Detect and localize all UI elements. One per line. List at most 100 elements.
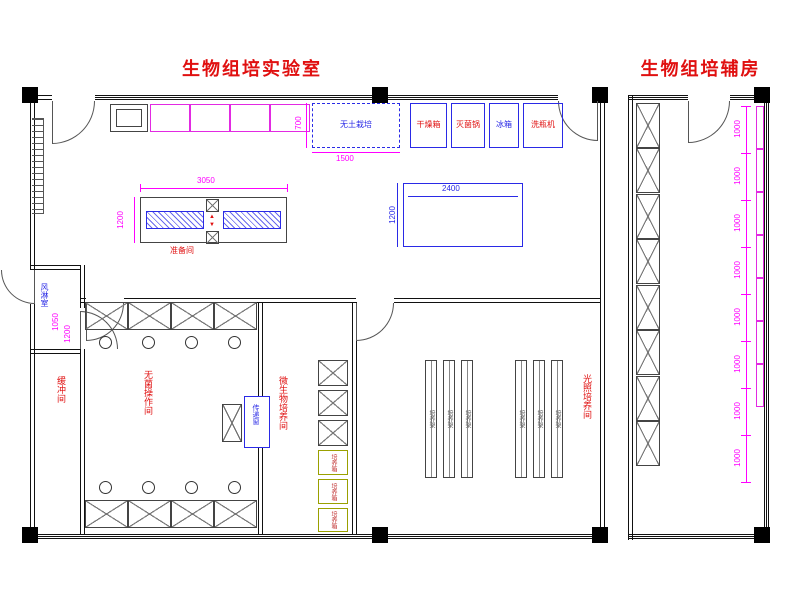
dimension-tick [741, 200, 751, 201]
dimension-tick [741, 435, 751, 436]
shelf-unit [636, 285, 660, 330]
wall-segment [628, 95, 633, 540]
stool [185, 336, 198, 349]
stool [99, 481, 112, 494]
dimension-label: 1200 [63, 325, 72, 343]
soilless-culture-area: 无土栽培 [312, 103, 400, 148]
dimension-line [397, 183, 398, 247]
culture-rack-label: 培养架 [554, 410, 560, 428]
shelf-unit [636, 148, 660, 193]
dimension-line [312, 152, 400, 153]
cabinet [150, 104, 190, 132]
wall-segment [80, 349, 85, 534]
culture-rack: 培养架 [533, 360, 545, 478]
workbench-cell [171, 302, 214, 330]
column [22, 87, 38, 103]
air-shower-wall [30, 349, 80, 354]
shelf-unit [636, 421, 660, 466]
dimension-tick [741, 106, 751, 107]
dimension-tick [741, 341, 751, 342]
wall-segment [80, 298, 86, 303]
equipment-box [318, 420, 348, 446]
column [22, 527, 38, 543]
culture-rack-label: 培养架 [446, 410, 452, 428]
buffer-room-label: 缓冲间 [56, 376, 66, 403]
workbench-cell [171, 500, 214, 528]
culture-rack: 培养架 [461, 360, 473, 478]
wall-segment-window [628, 95, 688, 100]
culture-rack: 培养架 [515, 360, 527, 478]
stool [142, 481, 155, 494]
shelf-unit [636, 194, 660, 239]
shelf-unit [636, 376, 660, 421]
wall-cabinet [756, 364, 764, 407]
column [372, 527, 388, 543]
shelf-unit [636, 239, 660, 284]
incubator-label: 培养箱 [330, 482, 336, 501]
dimension-label: 1000 [733, 402, 742, 420]
dimension-tick [140, 184, 141, 192]
stool [142, 336, 155, 349]
wall-segment [258, 448, 263, 534]
prep-room-label: 准备间 [170, 246, 194, 255]
dimension-line [134, 197, 135, 243]
wall-segment [80, 265, 85, 308]
dimension-label: 1050 [51, 313, 60, 331]
dimension-tick [741, 294, 751, 295]
sterile-op-room-label: 无菌操作间 [143, 370, 153, 415]
sink-basin [116, 109, 142, 127]
sink-unit [110, 104, 148, 132]
wall-segment [30, 304, 35, 540]
workbench-cell [128, 302, 171, 330]
stool [228, 481, 241, 494]
dimension-label: 1000 [733, 120, 742, 138]
wall-segment [394, 298, 600, 303]
dimension-label: 1000 [733, 167, 742, 185]
dimension-label: 3050 [197, 176, 215, 185]
workbench-cell [214, 302, 257, 330]
dimension-label: 1000 [733, 449, 742, 467]
sink-symbol [206, 199, 219, 212]
dimension-tick [741, 388, 751, 389]
workbench-cell [85, 500, 128, 528]
column [754, 527, 770, 543]
faucet-down-icon: ▼ [209, 222, 215, 228]
faucet-up-icon: ▲ [209, 214, 215, 220]
micro-culture-room-label: 微生物培养间 [278, 376, 288, 430]
center-table [403, 183, 523, 247]
dimension-tick [741, 153, 751, 154]
wall-segment [30, 95, 52, 100]
incubator: 培养箱 [318, 508, 348, 532]
culture-rack: 培养架 [551, 360, 563, 478]
wall-cabinet [756, 321, 764, 364]
culture-rack-label: 培养架 [536, 410, 542, 428]
air-shower-label: 风淋室 [40, 283, 49, 307]
wall-cabinet [756, 192, 764, 235]
dimension-line [408, 196, 518, 197]
dimension-tick [741, 482, 751, 483]
bench-top-left [146, 211, 204, 229]
stool [228, 336, 241, 349]
door-arc [688, 101, 730, 143]
culture-rack: 培养架 [443, 360, 455, 478]
column [592, 527, 608, 543]
sink-symbol [206, 231, 219, 244]
pass-window-label: 传递窗 [252, 404, 259, 425]
cabinet [270, 104, 310, 132]
dimension-label: 1200 [116, 211, 125, 229]
cabinet [230, 104, 270, 132]
workbench-cell [214, 500, 257, 528]
main-lab-title: 生物组培实验室 [182, 59, 322, 79]
workbench-cell [128, 500, 171, 528]
wall-segment [352, 302, 357, 534]
column [372, 87, 388, 103]
wall-shelf [32, 118, 44, 214]
incubator-label: 培养箱 [330, 453, 336, 472]
dimension-tick [287, 184, 288, 192]
air-shower-outer-door-arc [1, 270, 35, 304]
equipment-box [318, 390, 348, 416]
workbench-cell [85, 302, 128, 330]
fridge: 冰箱 [489, 103, 519, 148]
door-arc [52, 101, 95, 144]
